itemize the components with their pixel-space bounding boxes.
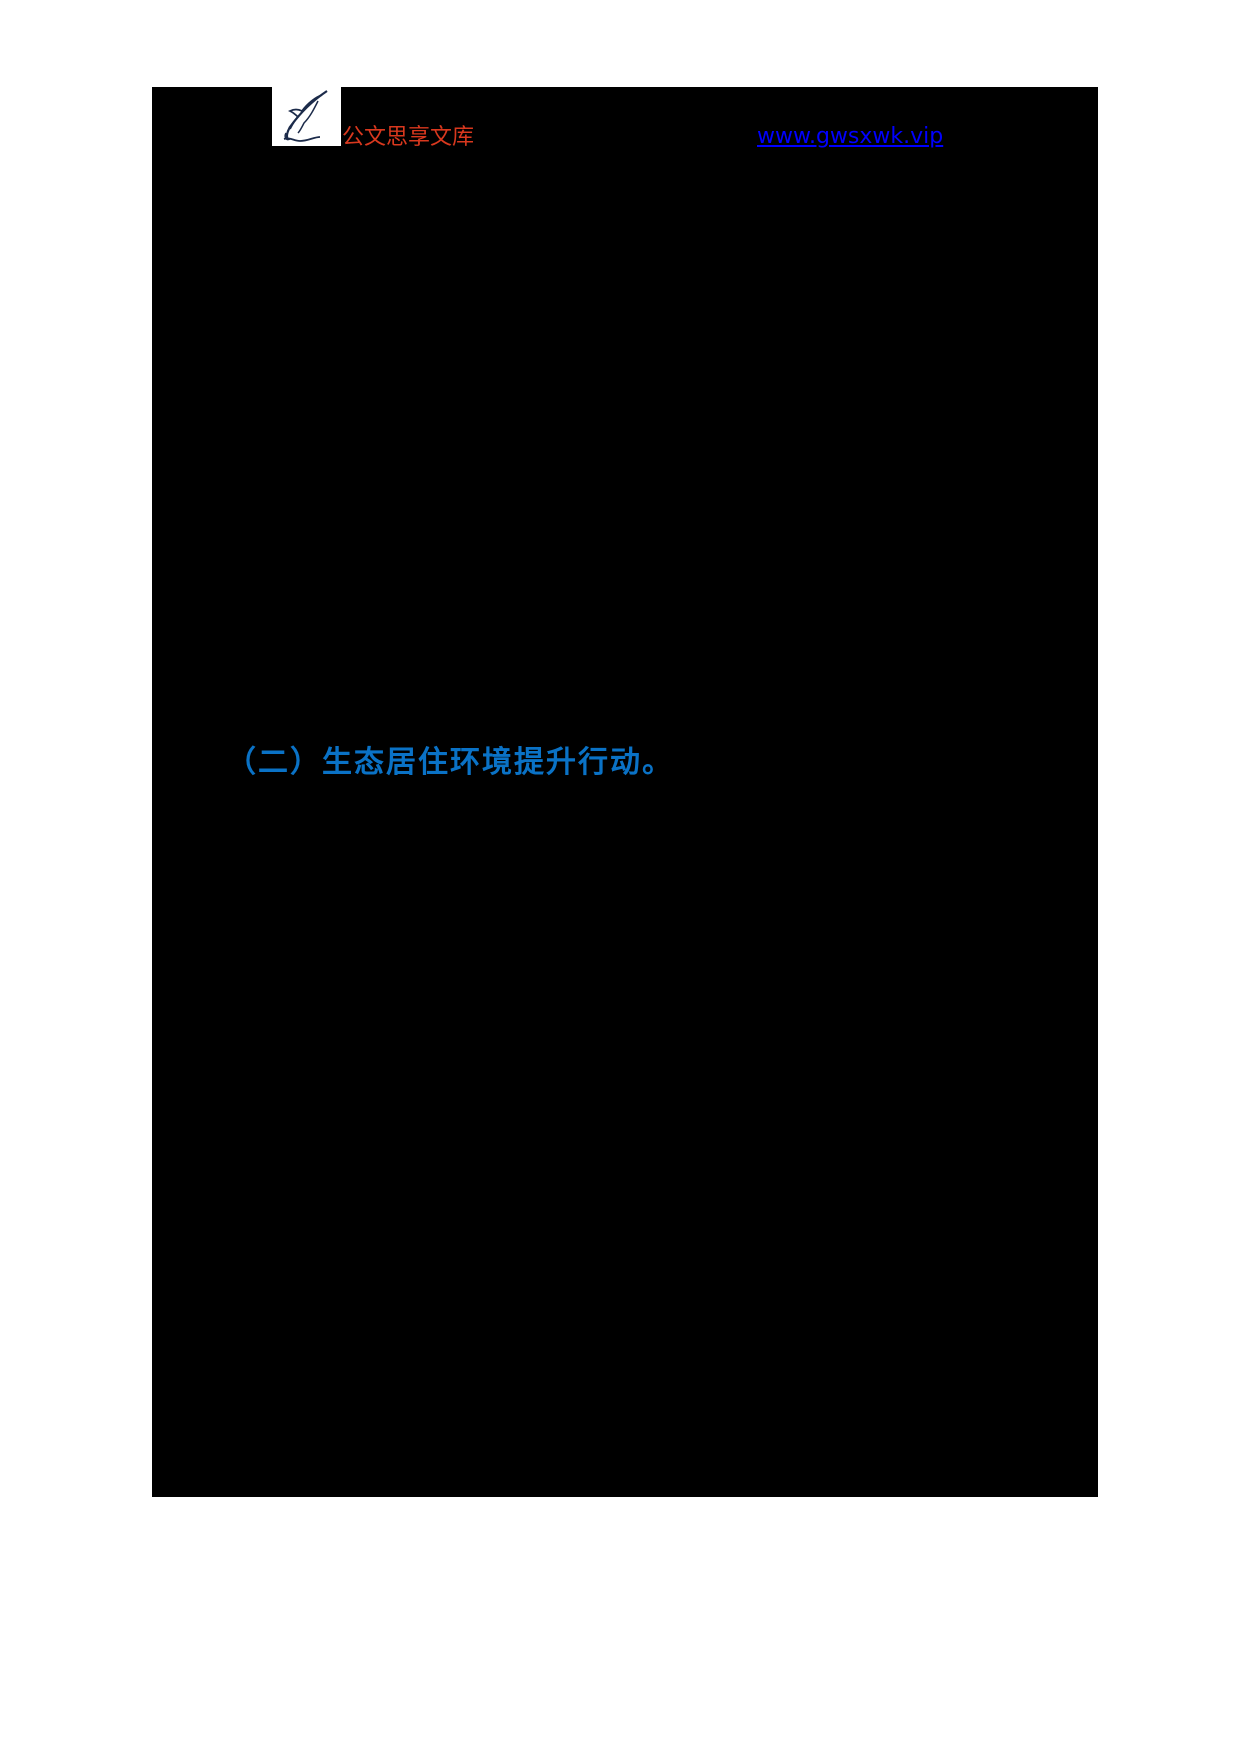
logo: [272, 87, 341, 146]
section-heading: （二）生态居住环境提升行动。: [226, 745, 674, 780]
brand-name: 公文思享文库: [342, 125, 475, 150]
quill-pen-icon: [283, 90, 328, 142]
website-link[interactable]: www.gwsxwk.vip: [757, 124, 944, 149]
document-page: [152, 87, 1098, 1497]
